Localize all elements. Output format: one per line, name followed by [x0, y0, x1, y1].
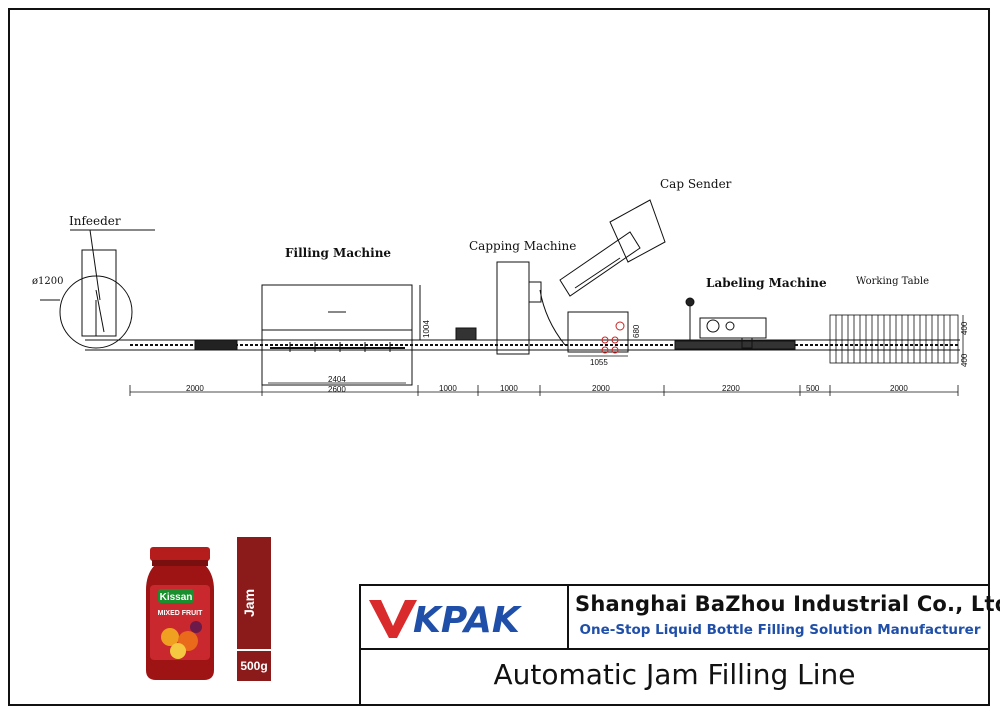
label-cap-sender: Cap Sender: [660, 177, 732, 191]
labeling-machine-body: [685, 297, 767, 349]
category-banner: Jam: [237, 537, 271, 649]
dimension-lines: [129, 315, 964, 396]
infeeder-machine: [40, 229, 155, 349]
weight-badge: 500g: [237, 651, 271, 681]
dim-labeler-length: 2200: [722, 384, 740, 393]
dim-cap-width: 1055: [590, 358, 608, 367]
label-capping-machine: Capping Machine: [469, 239, 577, 253]
logo-text: KPAK: [413, 600, 523, 640]
company-slogan: One-Stop Liquid Bottle Filling Solution …: [579, 622, 981, 638]
dim-infeeder-length: 2000: [186, 384, 204, 393]
dim-cap-section: 2000: [592, 384, 610, 393]
dim-filler-inner: 2404: [328, 375, 346, 384]
line-title: Automatic Jam Filling Line: [493, 658, 856, 691]
jar-brand: Kissan: [160, 592, 193, 603]
title-block: KPAK Shanghai BaZhou Industrial Co., Ltd…: [359, 584, 1000, 706]
dim-table-width-1: 400: [960, 321, 969, 335]
label-working-table: Working Table: [856, 276, 930, 287]
jar-variant: MIXED FRUIT: [158, 610, 203, 617]
label-filling-machine: Filling Machine: [285, 246, 392, 260]
dim-table-width-2: 400: [960, 353, 969, 367]
label-labeling-machine: Labeling Machine: [706, 276, 827, 290]
working-table: [829, 314, 959, 364]
vkpak-logo: KPAK: [369, 600, 523, 640]
dim-capper-length: 1000: [500, 384, 518, 393]
dim-filler-length: 2600: [328, 385, 346, 394]
conveyor: [85, 339, 960, 351]
dim-cap-height: 680: [632, 324, 641, 338]
filling-machine-body: [261, 284, 421, 386]
motor: [455, 327, 477, 341]
dim-gap-1: 1000: [439, 384, 457, 393]
capping-machine-body: [496, 261, 629, 355]
jam-jar-image: Kissan MIXED FRUIT: [146, 547, 214, 680]
label-infeeder: Infeeder: [69, 214, 121, 228]
company-name: Shanghai BaZhou Industrial Co., Ltd.: [575, 592, 1000, 616]
label-diameter: ø1200: [32, 276, 64, 287]
title-block-divider-vertical: [567, 586, 569, 648]
dim-gap-2: 500: [806, 384, 820, 393]
cap-sender-body: [559, 199, 666, 297]
dim-filler-height: 1004: [422, 320, 431, 338]
dim-table-length: 2000: [890, 384, 908, 393]
category-label: Jam: [241, 588, 257, 617]
title-block-divider-horizontal: [361, 648, 988, 650]
